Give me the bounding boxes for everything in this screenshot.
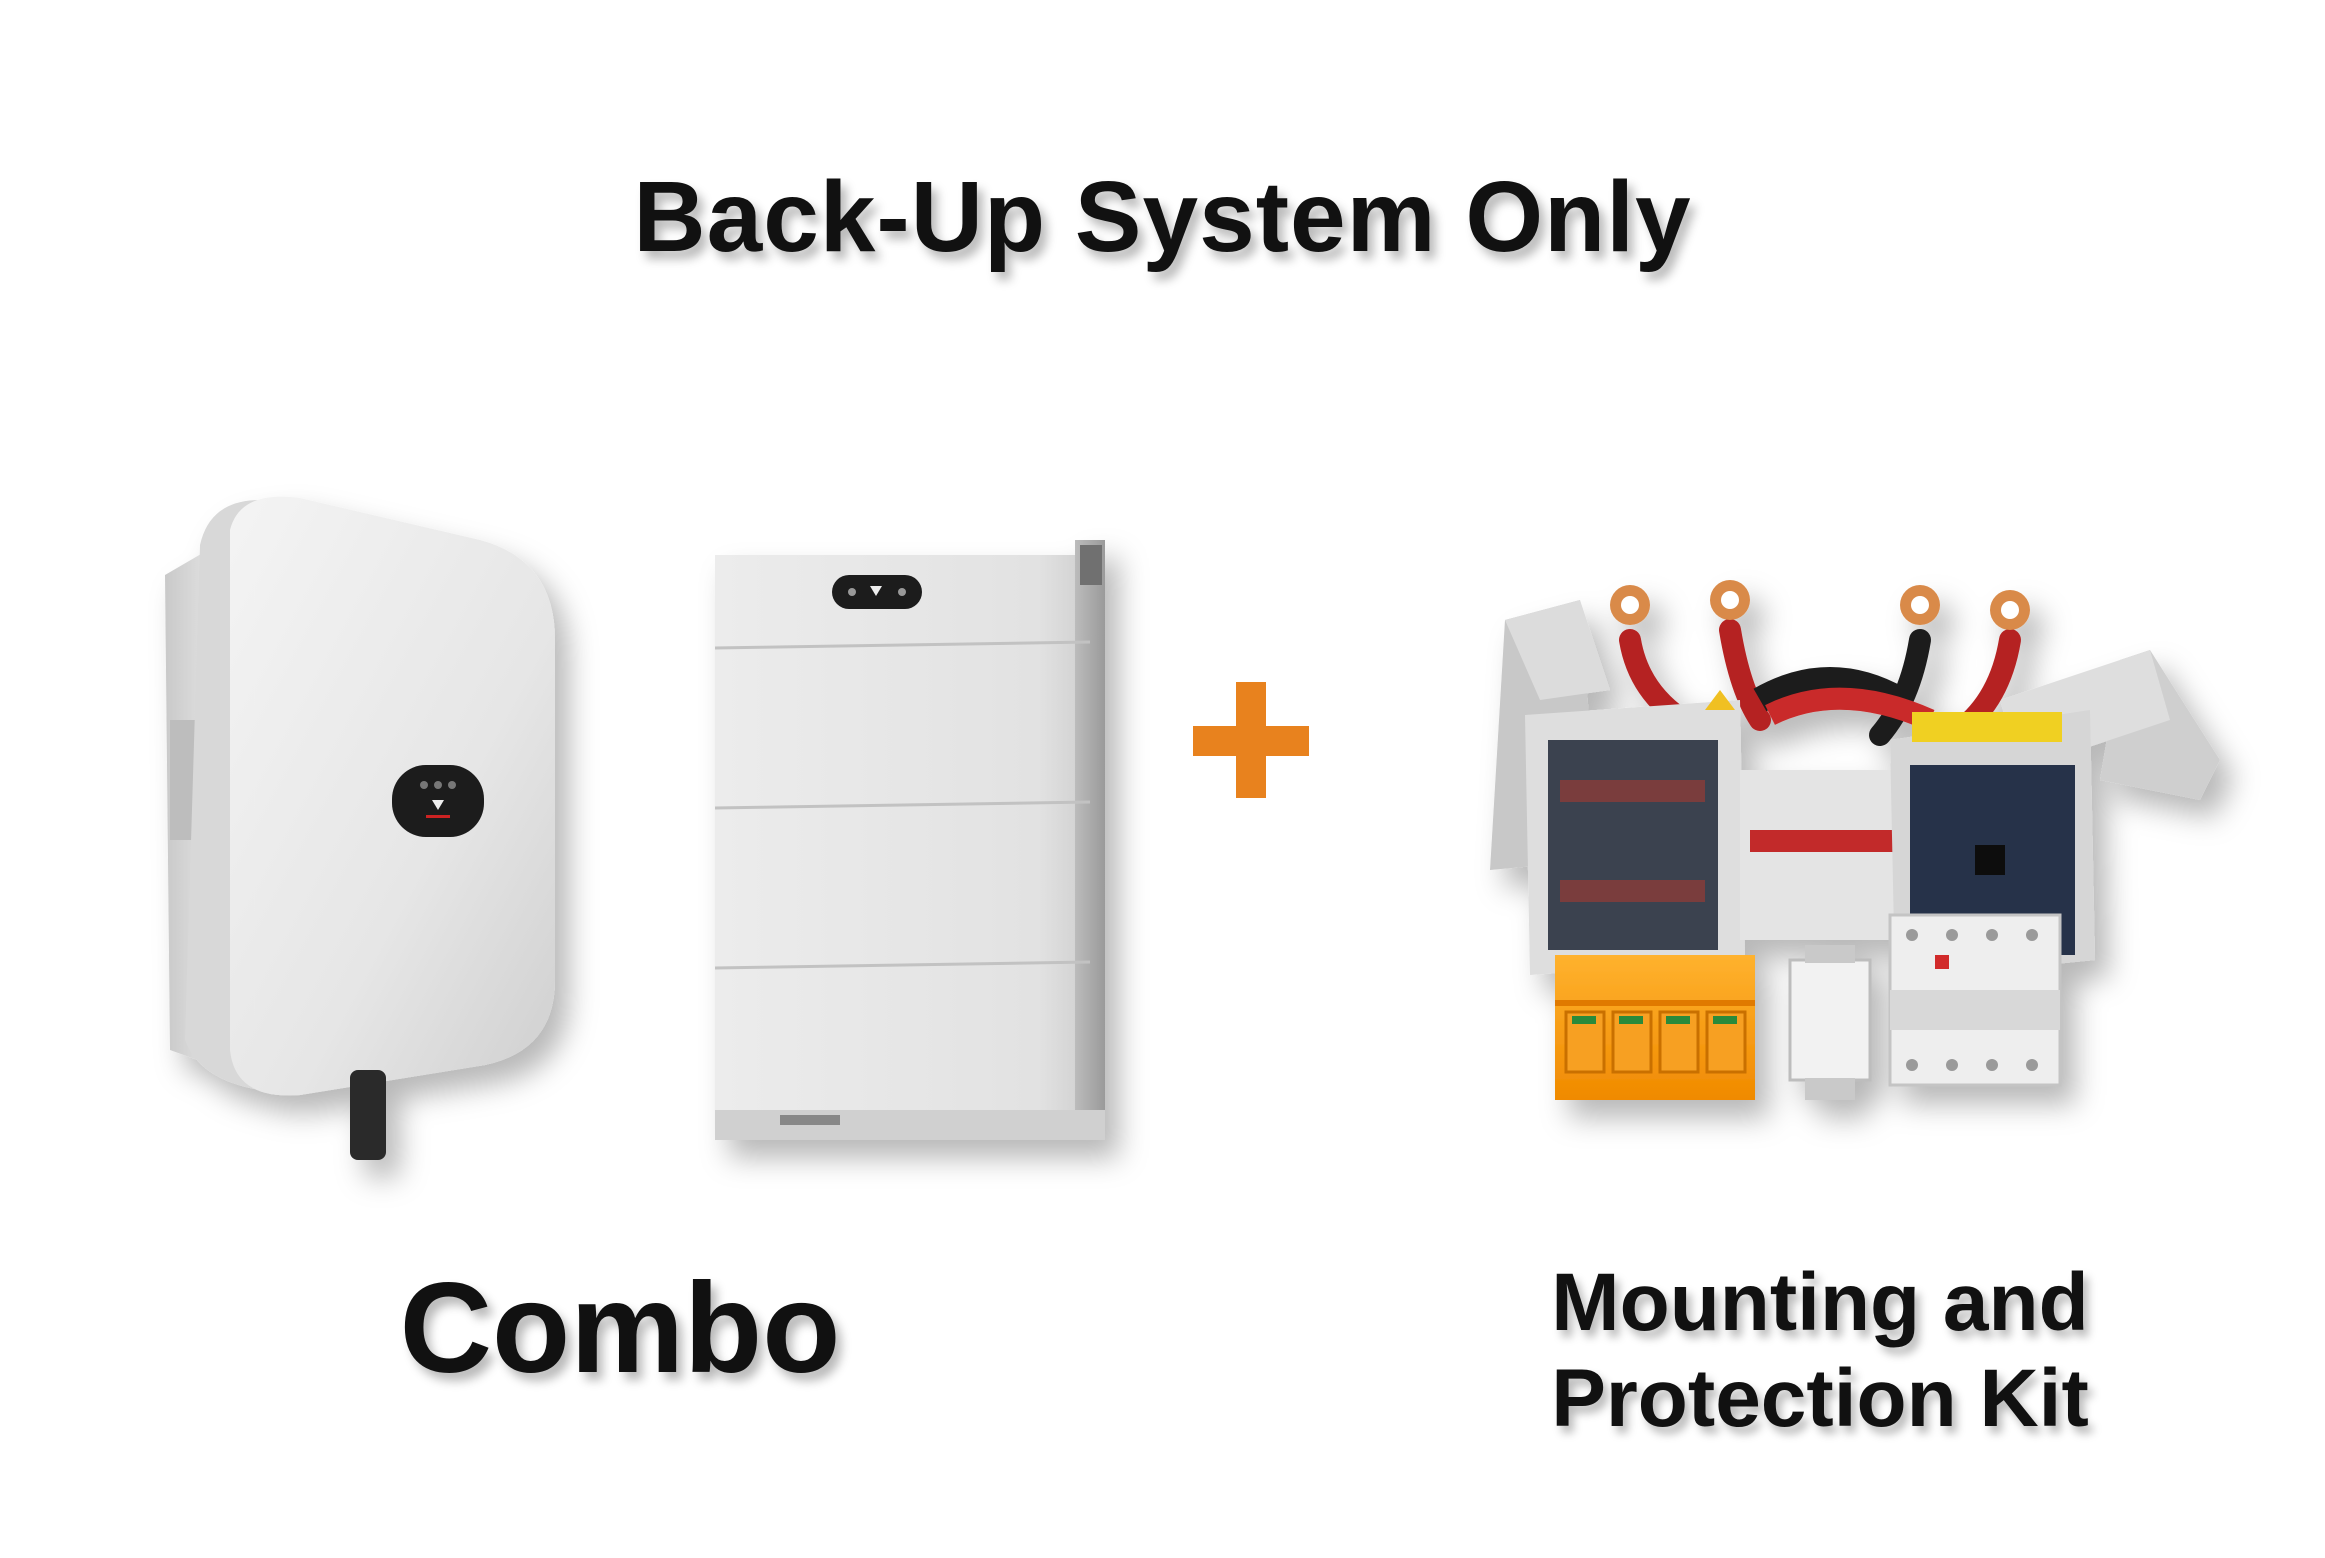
page-title: Back-Up System Only <box>633 161 1692 273</box>
kit-label-line1: Mounting and <box>1551 1257 2089 1348</box>
inverter-image <box>165 496 555 1160</box>
combo-label: Combo <box>399 1257 841 1400</box>
plus-icon <box>1193 682 1309 798</box>
kit-label: Mounting and Protection Kit <box>1420 1255 2220 1447</box>
kit-label-line2: Protection Kit <box>1551 1353 2089 1444</box>
battery-image <box>714 540 1105 1140</box>
kit-image <box>1490 580 2220 1100</box>
